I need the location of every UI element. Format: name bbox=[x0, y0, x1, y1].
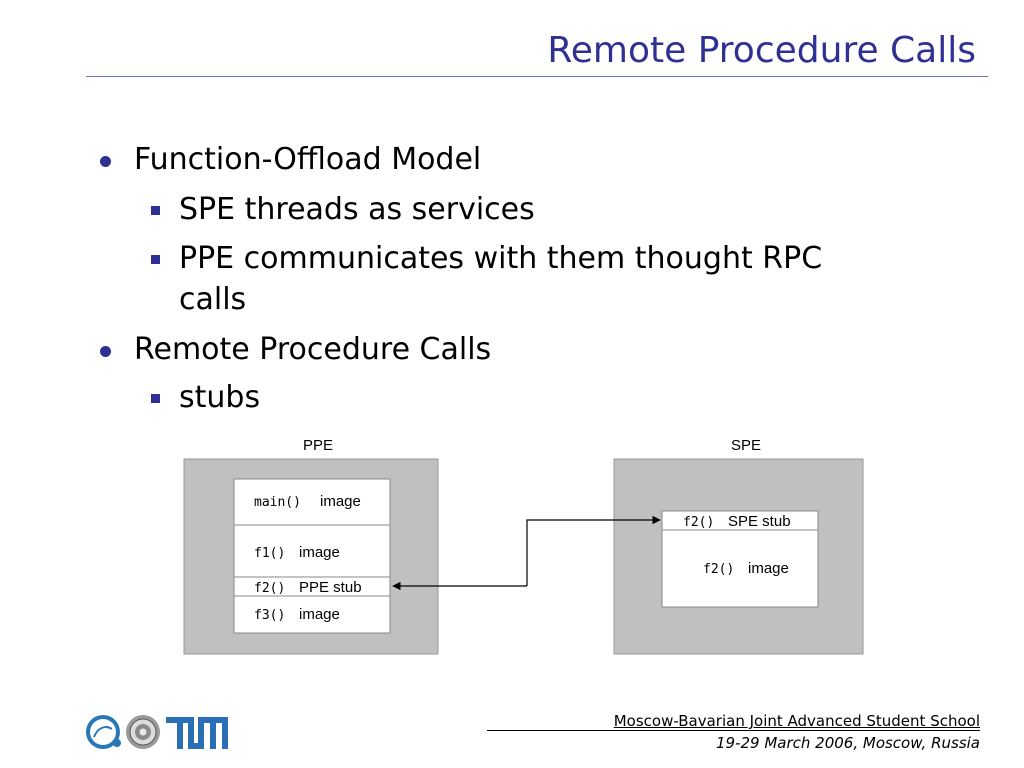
university-seal-icon bbox=[126, 715, 160, 749]
ppe-row-f3: f3() image bbox=[254, 606, 340, 623]
slide-title: Remote Procedure Calls bbox=[547, 30, 976, 71]
sub-bullet-square bbox=[151, 206, 160, 215]
ppe-row-main: main() image bbox=[254, 493, 361, 510]
sub-bullet-1-2-line2: calls bbox=[179, 282, 247, 317]
spe-row-f2-image: f2() image bbox=[703, 560, 789, 577]
rpc-connector-arrow bbox=[526, 515, 661, 586]
spe-row-f2-stub: f2() SPE stub bbox=[683, 513, 791, 530]
bullet-dot bbox=[100, 346, 111, 357]
code-label: f2() bbox=[254, 581, 285, 596]
ppe-row-f1: f1() image bbox=[254, 544, 340, 561]
sub-bullet-1-1: SPE threads as services bbox=[179, 192, 535, 227]
row-text: image bbox=[748, 560, 789, 577]
sub-bullet-1-2-line1: PPE communicates with them thought RPC bbox=[179, 241, 823, 276]
spe-label: SPE bbox=[731, 437, 761, 454]
ppe-row-f2-stub: f2() PPE stub bbox=[254, 579, 362, 596]
row-text: image bbox=[299, 544, 340, 561]
code-label: main() bbox=[254, 495, 301, 510]
tum-logo-icon bbox=[166, 717, 228, 749]
sub-bullet-square bbox=[151, 394, 160, 403]
ppe-memory bbox=[233, 478, 391, 634]
bullet-2: Remote Procedure Calls bbox=[134, 332, 492, 367]
row-text: image bbox=[320, 493, 361, 510]
bullet-1: Function-Offload Model bbox=[134, 142, 482, 177]
row-text: PPE stub bbox=[299, 579, 362, 596]
row-text: image bbox=[299, 606, 340, 623]
title-divider bbox=[86, 76, 988, 77]
sub-bullet-square bbox=[151, 255, 160, 264]
footer-logos bbox=[86, 715, 228, 749]
sub-bullet-2-1: stubs bbox=[179, 380, 261, 415]
bullet-dot bbox=[100, 156, 111, 167]
jass-logo-icon bbox=[86, 715, 121, 749]
spe-memory bbox=[661, 510, 819, 608]
code-label: f2() bbox=[703, 562, 734, 577]
footer-rule bbox=[487, 730, 980, 731]
row-text: SPE stub bbox=[728, 513, 791, 530]
footer-date: 19-29 March 2006, Moscow, Russia bbox=[715, 734, 980, 752]
code-label: f1() bbox=[254, 546, 285, 561]
code-label: f2() bbox=[683, 515, 714, 530]
code-label: f3() bbox=[254, 608, 285, 623]
footer-school-link[interactable]: Moscow-Bavarian Joint Advanced Student S… bbox=[613, 712, 980, 730]
ppe-label: PPE bbox=[303, 437, 333, 454]
